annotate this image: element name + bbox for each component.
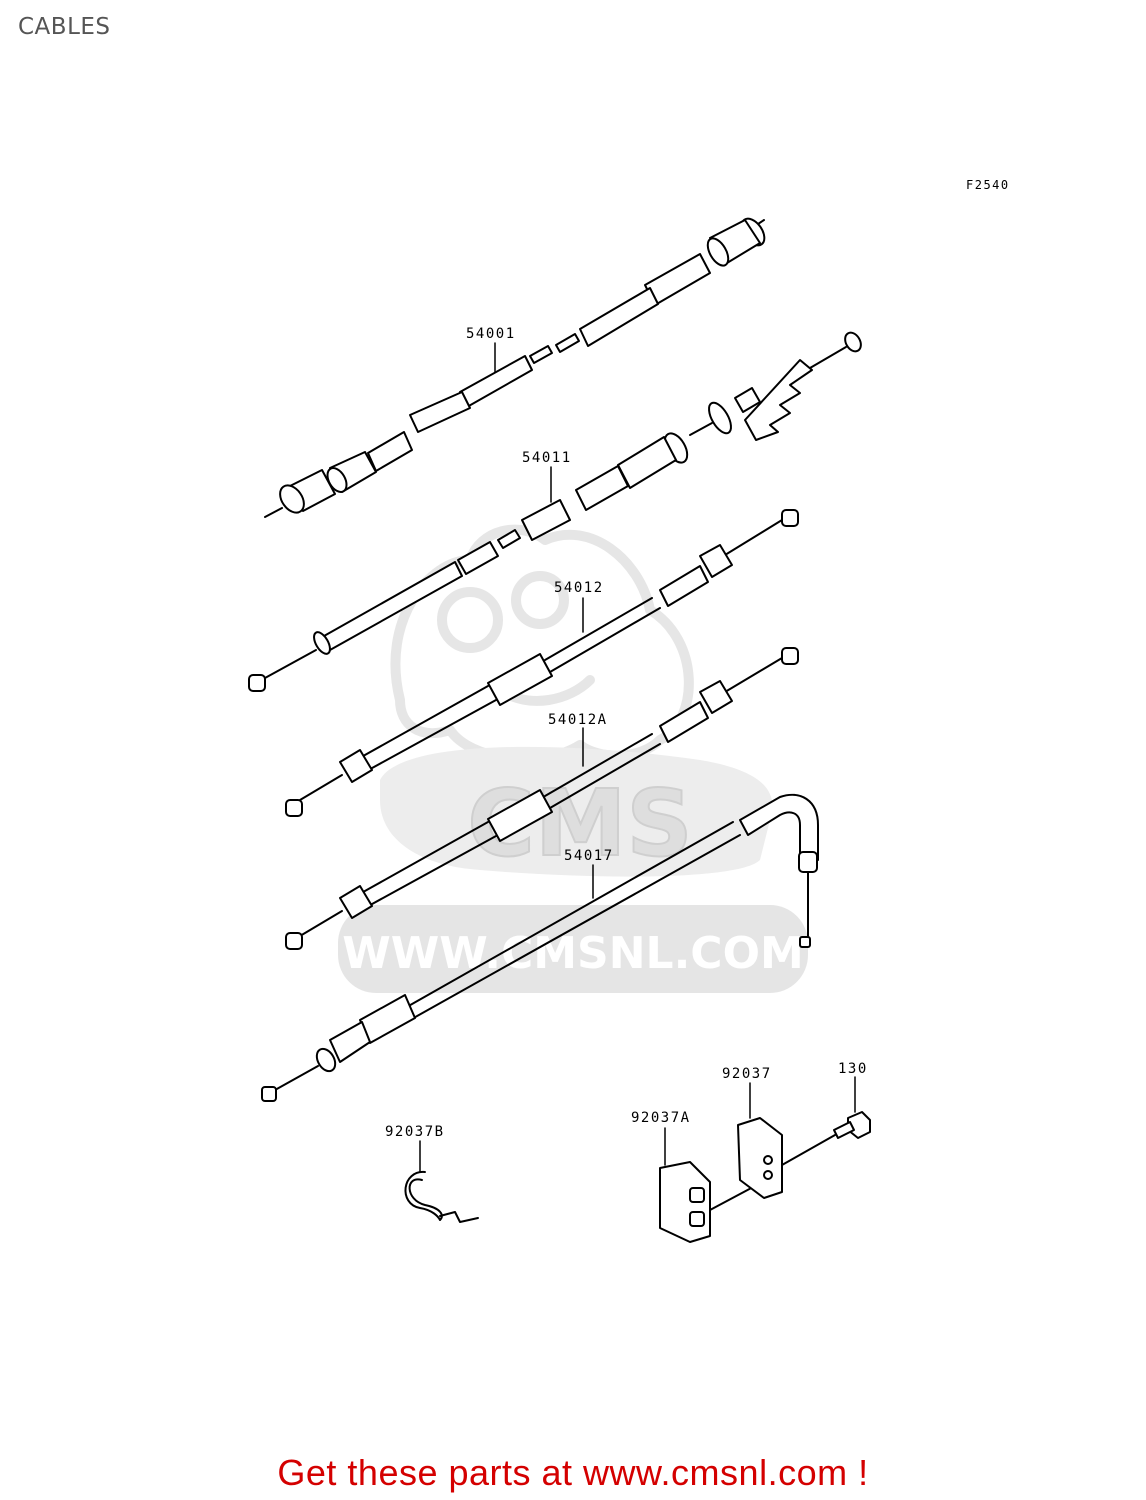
cmsnl-shop-link[interactable]: Get these parts at www.cmsnl.com !: [277, 1452, 869, 1493]
watermark-logo-badge: [380, 746, 773, 877]
part-label-54012a[interactable]: 54012A: [548, 712, 608, 728]
clamp-a-drawing: [659, 1161, 771, 1243]
throttle-cable-1-drawing: [285, 509, 799, 817]
part-label-92037a[interactable]: 92037A: [631, 1110, 691, 1126]
throttle-cable-2-drawing: [285, 647, 799, 950]
part-label-54012[interactable]: 54012: [554, 580, 604, 596]
clamp-drawing: [737, 1117, 836, 1199]
part-label-130[interactable]: 130: [838, 1061, 868, 1077]
clamp-b-drawing: [404, 1170, 479, 1223]
part-label-54011[interactable]: 54011: [522, 450, 572, 466]
leader-lines: [419, 342, 856, 1173]
part-label-54017[interactable]: 54017: [564, 848, 614, 864]
tachometer-cable-drawing: [248, 331, 862, 692]
part-label-54001[interactable]: 54001: [466, 326, 516, 342]
speedometer-cable-drawing: [264, 217, 766, 518]
part-label-92037b[interactable]: 92037B: [385, 1124, 445, 1140]
watermark-url: WWW.CMSNL.COM: [342, 928, 804, 979]
choke-cable-drawing: [261, 793, 819, 1102]
page-title: CABLES: [18, 14, 111, 40]
part-label-92037[interactable]: 92037: [722, 1066, 772, 1082]
watermark-strip: [338, 905, 808, 993]
figure-code: F2540: [966, 178, 1010, 192]
bolt-drawing: [833, 1111, 871, 1139]
